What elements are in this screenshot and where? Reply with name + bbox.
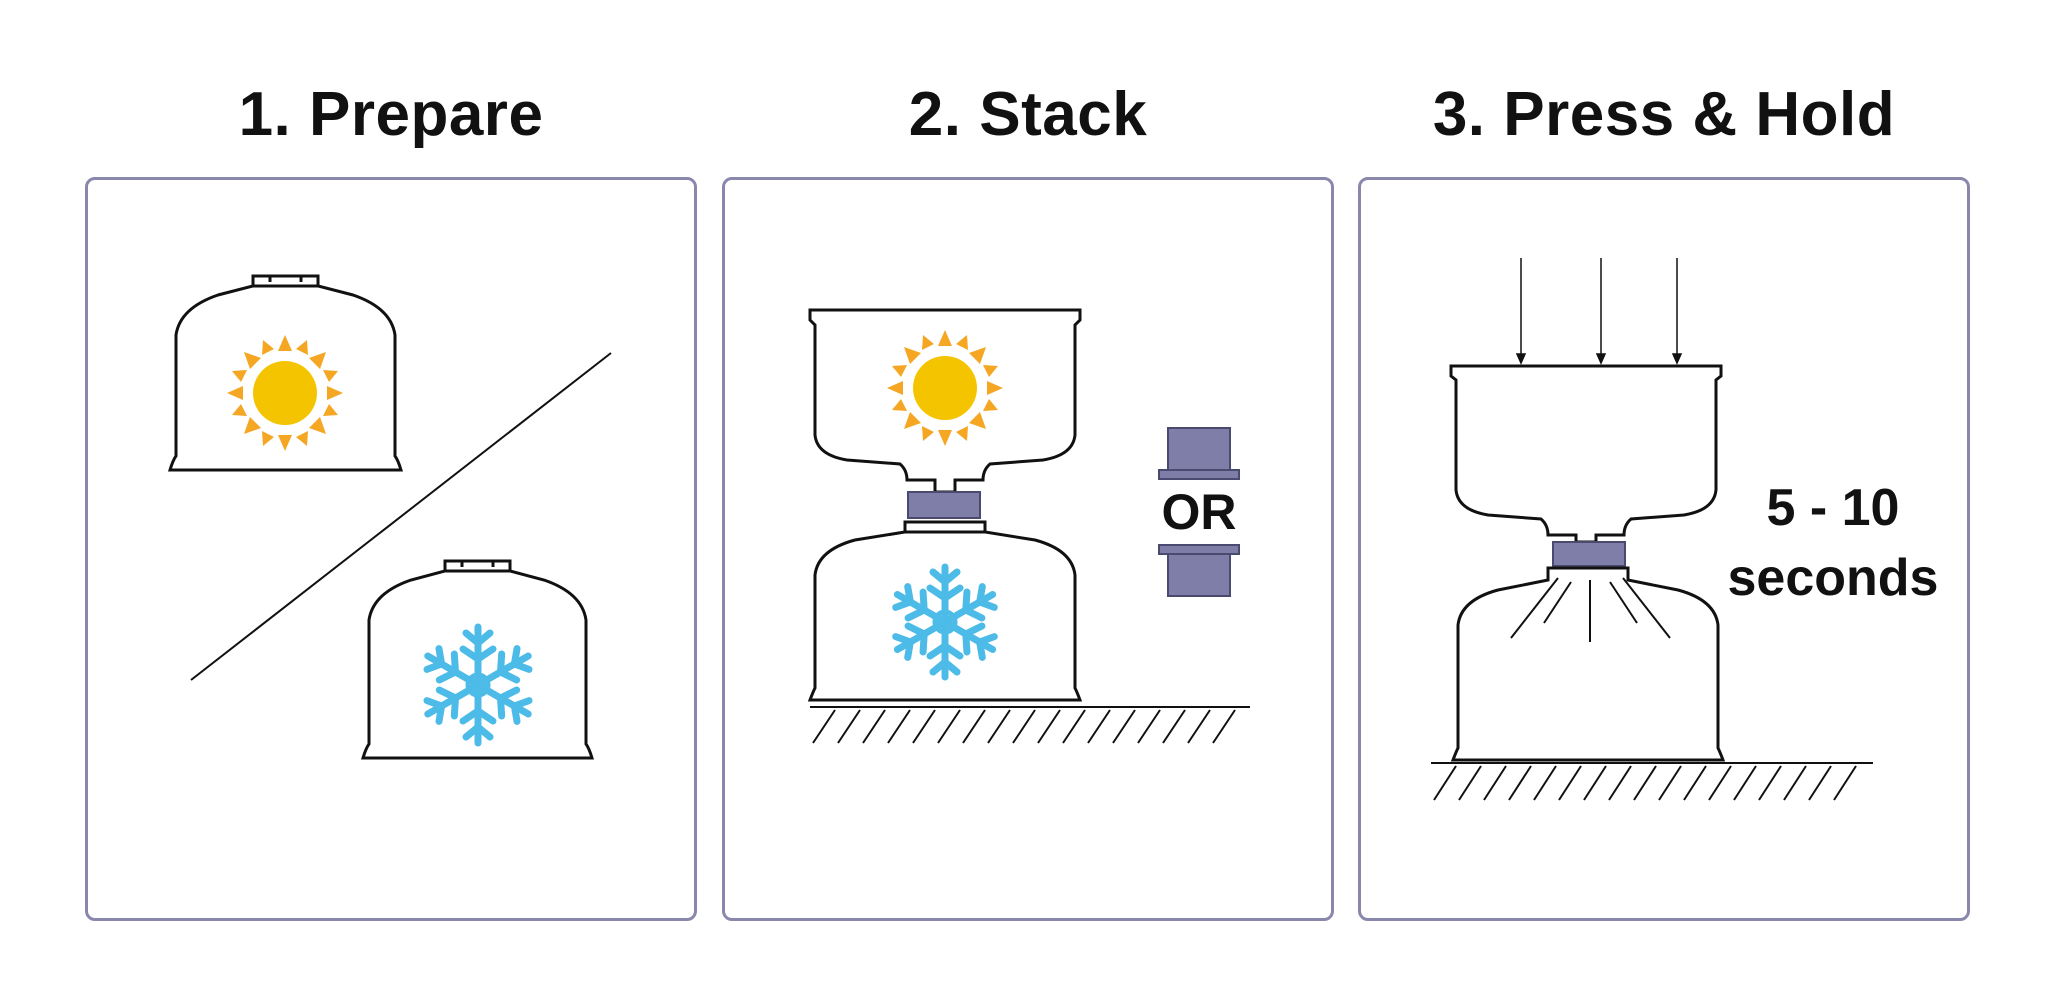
press-hold-panel: 5 - 10 seconds: [1358, 177, 1970, 921]
adapter-icon: [907, 491, 981, 519]
pressure-arrows: [1515, 258, 1683, 365]
adapter-icon: [1552, 541, 1626, 567]
stack-panel: OR: [722, 177, 1334, 921]
duration-unit-label: seconds: [1727, 549, 1939, 607]
or-label: OR: [1161, 484, 1237, 540]
snowflake-icon: [423, 623, 533, 747]
snowflake-icon: [892, 563, 998, 681]
gas-flow-lines: [1510, 577, 1671, 642]
adapter-option-bottom: [1158, 544, 1240, 597]
press-hold-illustration: [1431, 258, 1873, 801]
sun-icon: [887, 330, 1003, 446]
step-3-title: 3. Press & Hold: [1432, 80, 1896, 149]
duration-value-label: 5 - 10: [1766, 479, 1900, 537]
warm-canister-inverted: [1449, 364, 1723, 544]
stack-illustration: [807, 308, 1250, 744]
ground-hatch: [810, 706, 1250, 744]
sun-icon: [227, 335, 343, 451]
prepare-illustration: [167, 274, 612, 760]
ground-hatch: [1431, 762, 1873, 801]
divider-line: [190, 352, 612, 681]
step-1-title: 1. Prepare: [238, 80, 544, 149]
adapter-option-top: [1158, 427, 1240, 480]
prepare-panel: [85, 177, 697, 921]
cold-canister: [1450, 566, 1726, 762]
step-2-title: 2. Stack: [908, 80, 1148, 149]
